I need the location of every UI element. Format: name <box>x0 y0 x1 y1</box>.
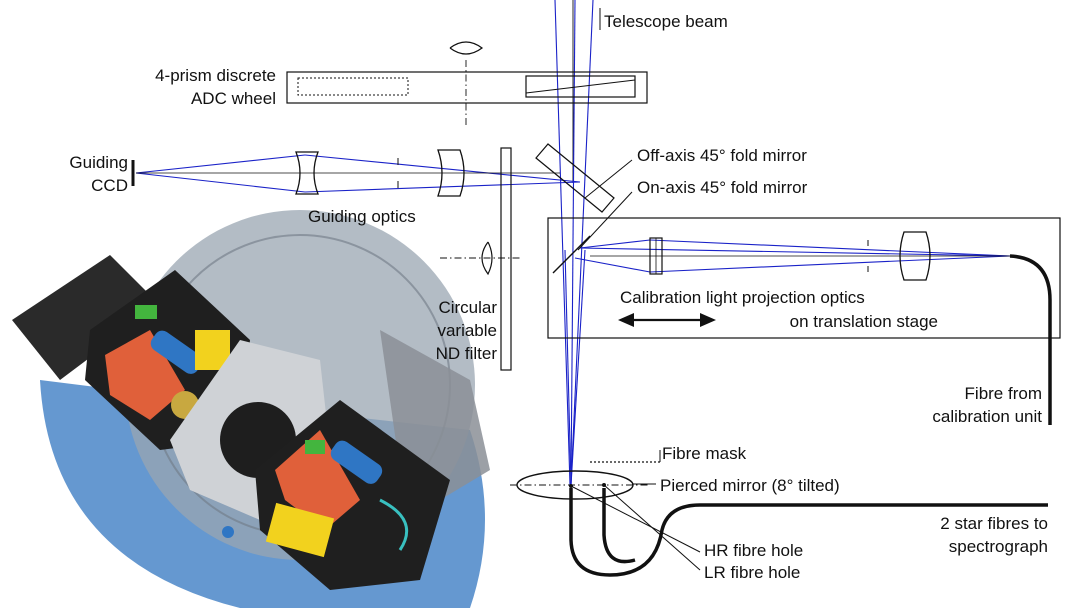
nd-filter <box>440 147 520 371</box>
adc-rotation-arrow <box>449 41 484 55</box>
label-adc-wheel-1: 4-prism discrete <box>155 66 276 85</box>
label-nd-filter-1: Circular <box>438 298 497 317</box>
star-fibre-lr <box>569 488 1048 577</box>
module-right-red <box>275 430 360 530</box>
pierced-mirror-assembly <box>510 461 1048 577</box>
guiding-lens-2 <box>437 149 465 197</box>
adc-prism-left <box>297 77 409 96</box>
translation-arrow-left <box>618 313 634 327</box>
label-nd-filter-2: variable <box>437 321 497 340</box>
label-guiding-ccd-1: Guiding <box>69 153 128 172</box>
module-left-blue <box>150 330 203 374</box>
label-guiding-optics: Guiding optics <box>308 207 416 226</box>
adc-wheel <box>286 41 648 125</box>
label-star-fibres-2: spectrograph <box>949 537 1048 556</box>
label-fibre-from-cal-1: Fibre from <box>965 384 1042 403</box>
blue-dot <box>222 526 234 538</box>
telescope-beam <box>554 0 594 486</box>
label-guiding-ccd-2: CCD <box>91 176 128 195</box>
label-star-fibres-1: 2 star fibres to <box>940 514 1048 533</box>
label-fibre-mask: Fibre mask <box>662 444 747 463</box>
leader-lines <box>577 8 661 485</box>
label-pierced-mirror: Pierced mirror (8° tilted) <box>660 476 840 495</box>
calibration-fibre <box>1009 254 1052 425</box>
module-right-green <box>305 440 325 454</box>
on-axis-fold-mirror <box>552 235 591 274</box>
label-hr-fibre-hole: HR fibre hole <box>704 541 803 560</box>
cal-lens-2 <box>899 231 931 281</box>
label-calibration-optics-2: on translation stage <box>790 312 938 331</box>
label-calibration-optics-1: Calibration light projection optics <box>620 288 865 307</box>
label-lr-fibre-hole: LR fibre hole <box>704 563 800 582</box>
cad-rendering <box>12 210 490 608</box>
text-labels: Telescope beam 4-prism discrete ADC whee… <box>69 12 1048 582</box>
module-right-yellow <box>265 502 335 558</box>
guiding-branch <box>131 143 615 213</box>
label-on-axis-mirror: On-axis 45° fold mirror <box>637 178 808 197</box>
label-nd-filter-3: ND filter <box>436 344 498 363</box>
module-left-green <box>135 305 157 319</box>
module-right-blue <box>330 440 383 484</box>
translation-arrow-right <box>700 313 716 327</box>
label-fibre-from-cal-2: calibration unit <box>932 407 1042 426</box>
label-telescope-beam: Telescope beam <box>604 12 728 31</box>
guiding-lens-1 <box>295 151 319 195</box>
calibration-stage <box>547 217 1061 425</box>
black-housing-top <box>12 255 160 380</box>
label-adc-wheel-2: ADC wheel <box>191 89 276 108</box>
nd-rotation-arrow <box>481 241 493 276</box>
star-fibre-hr <box>602 488 636 564</box>
module-right-fibre <box>379 498 409 551</box>
module-left-red <box>105 330 185 420</box>
label-off-axis-mirror: Off-axis 45° fold mirror <box>637 146 807 165</box>
off-axis-fold-mirror <box>535 143 615 213</box>
